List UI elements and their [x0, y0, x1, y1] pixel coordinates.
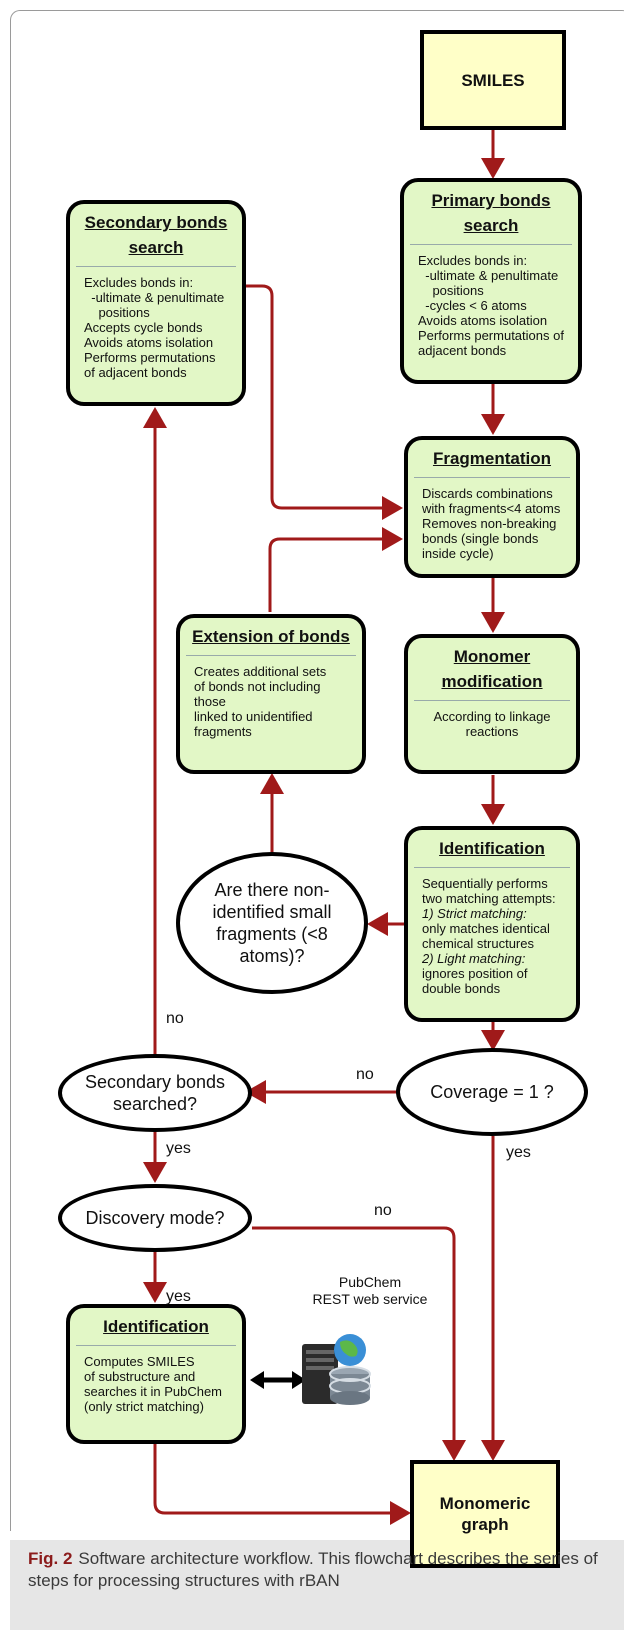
edge-label-yes-coverage: yes: [506, 1144, 531, 1161]
fragmentation-divider: [414, 477, 570, 478]
edge-label-no-coverage: no: [356, 1066, 374, 1083]
identification-intro: Sequentially performs two matching attem…: [422, 876, 556, 906]
extension-of-bonds-node: Extension of bonds Creates additional se…: [176, 614, 366, 774]
identification-pubchem-title: Identification: [103, 1317, 209, 1336]
discovery-mode-question: Discovery mode?: [58, 1184, 252, 1252]
discovery-mode-text: Discovery mode?: [85, 1208, 225, 1228]
extension-divider: [186, 655, 356, 656]
primary-bonds-search-title: Primary bonds search: [431, 191, 551, 235]
strict-matching-label: 1) Strict matching:: [422, 906, 527, 921]
identification-body: Sequentially performs two matching attem…: [408, 876, 576, 996]
identification-pubchem-node: Identification Computes SMILES of substr…: [66, 1304, 246, 1444]
coverage-text: Coverage = 1 ?: [430, 1082, 554, 1102]
figure-frame: [10, 10, 624, 1531]
edge-label-yes-discovery: yes: [166, 1288, 191, 1305]
secondary-bonds-search-body: Excludes bonds in: -ultimate & penultima…: [84, 275, 225, 380]
nonidentified-fragments-question: Are there non-identified small fragments…: [176, 852, 368, 994]
fragmentation-node: Fragmentation Discards combinations with…: [404, 436, 580, 578]
nonidentified-fragments-text: Are there non-identified small fragments…: [212, 880, 332, 966]
database-server-icon: [302, 1334, 371, 1405]
monomer-modification-body: According to linkage reactions: [433, 709, 551, 739]
edge-label-no-secondary-up: no: [166, 1010, 184, 1027]
extension-of-bonds-body: Creates additional sets of bonds not inc…: [194, 664, 327, 739]
identification-node: Identification Sequentially performs two…: [404, 826, 580, 1022]
primary-divider: [410, 244, 572, 245]
arrow-extension-to-fragmentation: [268, 527, 403, 612]
secondary-bonds-search-node: Secondary bonds search Excludes bonds in…: [66, 200, 246, 406]
arrow-discovery-to-graph: [252, 1226, 466, 1461]
monomer-divider: [414, 700, 570, 701]
edge-label-yes-secondary: yes: [166, 1140, 191, 1157]
light-matching-text: ignores position of double bonds: [422, 966, 528, 996]
fragmentation-title: Fragmentation: [432, 449, 552, 468]
monomeric-graph-label: Monomeric graph: [439, 1494, 531, 1534]
pubchem-label: PubChem REST web service: [300, 1274, 440, 1308]
secondary-divider: [76, 266, 236, 267]
identification-divider: [414, 867, 570, 868]
edge-label-no-discovery: no: [374, 1202, 392, 1219]
coverage-question: Coverage = 1 ?: [396, 1048, 588, 1136]
primary-bonds-search-body: Excludes bonds in: -ultimate & penultima…: [418, 253, 564, 358]
monomer-modification-node: Monomer modification According to linkag…: [404, 634, 580, 774]
figure-caption-text: Software architecture workflow. This flo…: [28, 1549, 598, 1590]
identification-title: Identification: [439, 839, 545, 858]
pubchem-label-text: PubChem REST web service: [312, 1274, 428, 1307]
monomer-modification-title: Monomer modification: [441, 647, 543, 691]
figure-caption-label: Fig. 2: [28, 1549, 73, 1568]
extension-of-bonds-title: Extension of bonds: [192, 627, 350, 646]
arrow-secondary-to-fragmentation: [244, 284, 403, 520]
primary-bonds-search-node: Primary bonds search Excludes bonds in: …: [400, 178, 582, 384]
identification-pubchem-divider: [76, 1345, 236, 1346]
smiles-label: SMILES: [461, 70, 525, 90]
bidirectional-arrow-server: [250, 1371, 306, 1389]
light-matching-label: 2) Light matching:: [422, 951, 526, 966]
secondary-bonds-search-title: Secondary bonds search: [84, 213, 228, 257]
arrow-identification2-to-graph: [153, 1444, 411, 1525]
strict-matching-text: only matches identical chemical structur…: [422, 921, 550, 951]
smiles-node: SMILES: [420, 30, 566, 130]
secondary-bonds-searched-text: Secondary bonds searched?: [84, 1072, 226, 1114]
secondary-bonds-searched-question: Secondary bonds searched?: [58, 1054, 252, 1132]
monomeric-graph-node: Monomeric graph: [410, 1460, 560, 1568]
identification-pubchem-body: Computes SMILES of substructure and sear…: [84, 1354, 223, 1414]
fragmentation-body: Discards combinations with fragments<4 a…: [422, 486, 561, 561]
